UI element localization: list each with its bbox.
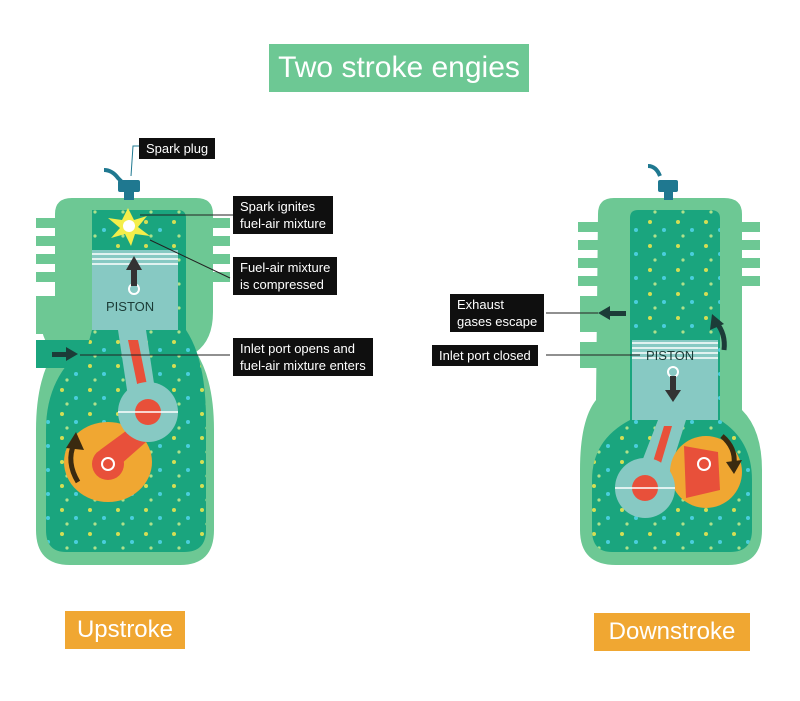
compressed-line-2: is compressed [240, 277, 324, 292]
upstroke-engine: PISTON [36, 145, 233, 565]
exhaust-arrow-icon [598, 306, 626, 320]
diagram-title: Two stroke engies [269, 44, 529, 92]
exhaust-line-2: gases escape [457, 314, 538, 329]
inlet-closed-text: Inlet port closed [439, 348, 531, 363]
downstroke-label: Downstroke [594, 613, 750, 651]
spark-plug-text: Spark plug [146, 141, 209, 156]
downstroke-spark-plug [647, 164, 678, 200]
upstroke-piston-label: PISTON [106, 299, 154, 314]
arrow-up-icon [126, 256, 142, 286]
upstroke-exhaust-port [36, 296, 94, 334]
inlet-open-line-2: fuel-air mixture enters [240, 358, 366, 373]
downstroke-leader-lines [546, 312, 640, 356]
callout-compressed: Fuel-air mixture is compressed [233, 257, 338, 295]
downstroke-engine: PISTON [546, 164, 762, 565]
upstroke-spark-plug [103, 145, 154, 200]
inlet-arrow-icon [52, 347, 78, 361]
callout-inlet-opens: Inlet port opens and fuel-air mixture en… [233, 338, 373, 376]
callout-exhaust: Exhaust gases escape [450, 294, 545, 332]
downstroke-cooling-fins [578, 222, 760, 286]
spark-ignites-line-2: fuel-air mixture [240, 216, 326, 231]
spark-ignites-line-1: Spark ignites [240, 199, 316, 214]
upstroke-cooling-fins [36, 218, 230, 282]
upstroke-label: Upstroke [65, 611, 185, 649]
downstroke-piston-label: PISTON [646, 348, 694, 363]
callout-spark-ignites: Spark ignites fuel-air mixture [233, 196, 333, 234]
compressed-line-1: Fuel-air mixture [240, 260, 331, 275]
spark-flash [108, 208, 150, 246]
arrow-down-icon [665, 376, 681, 402]
callout-spark-plug: Spark plug [139, 138, 216, 159]
inlet-open-line-1: Inlet port opens and [240, 341, 355, 356]
upstroke-leader-lines [80, 214, 233, 356]
exhaust-line-1: Exhaust [457, 297, 504, 312]
callout-inlet-closed: Inlet port closed [432, 345, 538, 366]
